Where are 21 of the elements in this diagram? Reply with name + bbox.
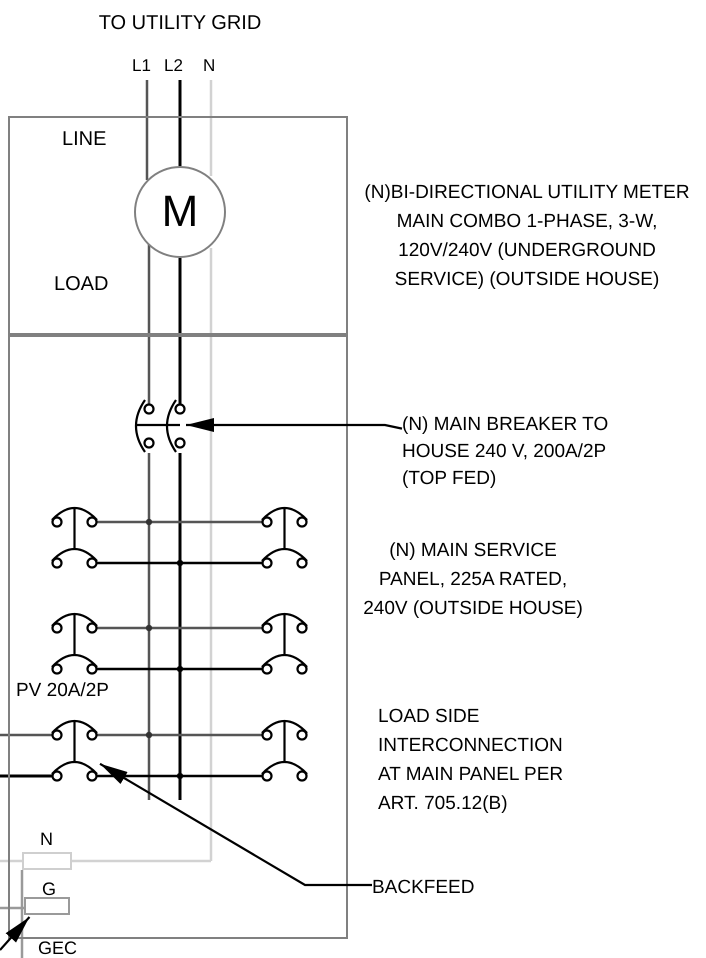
meter-label: M [162,190,198,234]
annotation-text: N [203,55,216,77]
meter-enclosure [8,116,348,335]
annotation-text: TO UTILITY GRID [98,12,262,34]
annotation-text: (N)BI-DIRECTIONAL UTILITY METER MAIN COMBO 1-PHASE, 3-W, 120V/240V (UNDERGROUND SERVICE) (OUTSIDE HOUSE) [363,181,691,292]
callout-text: (N) MAIN BREAKER TO HOUSE 240 V, 200A/2P (TOP FED) [402,411,630,492]
annotation-text: GEC [38,938,78,958]
enclosure-label: LINE [62,128,106,151]
leader-arrow [186,418,402,432]
bar-label: N [40,830,53,848]
annotation-text: L1 [132,55,152,77]
breaker-rating: PV 20A/2P [16,680,109,702]
callout-text: BACKFEED [372,874,482,901]
enclosure-label: LOAD [54,273,108,296]
bar-label: G [42,880,56,898]
annotation-text: L2 [164,55,184,77]
leader-arrow [0,916,30,951]
panel-enclosure [8,335,348,939]
annotation-text: (N) MAIN SERVICE PANEL, 225A RATED, 240V (OUTSIDE HOUSE) [362,539,584,621]
leader-arrow [99,762,374,886]
annotation-text: LOAD SIDE INTERCONNECTION AT MAIN PANEL PER ART. 705.12(B) [378,705,564,816]
